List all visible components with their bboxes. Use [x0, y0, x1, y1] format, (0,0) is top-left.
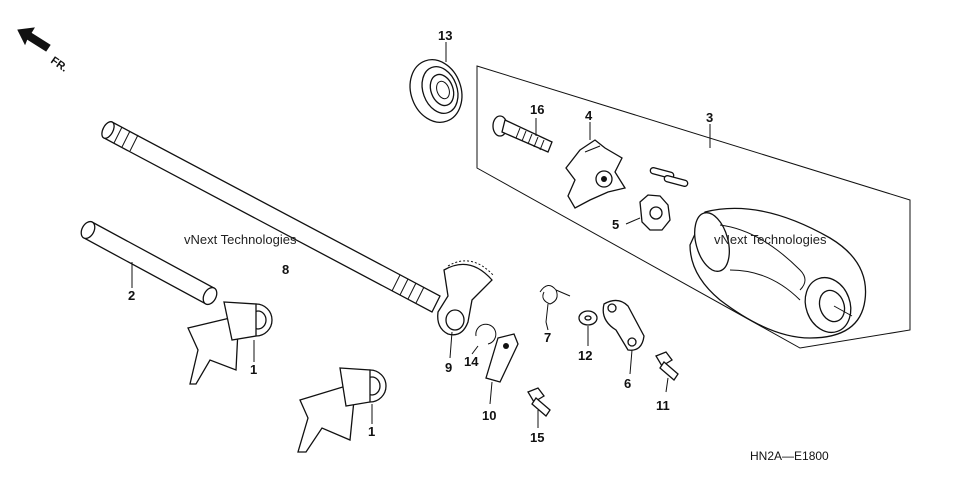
watermark-left-text: vNext Technologies	[184, 232, 297, 247]
bearing	[409, 59, 463, 123]
shift-drum-plate	[565, 139, 627, 209]
return-spring	[539, 285, 571, 323]
callout-10: 10	[482, 408, 496, 423]
bolt	[492, 115, 553, 153]
diagram-code: HN2A—E1800	[750, 449, 829, 463]
shift-fork-lower	[297, 367, 387, 453]
watermark-left: vNext Technologies	[184, 232, 297, 247]
watermark-right-text: vNext Technologies	[714, 232, 827, 247]
assembly-outline	[476, 65, 911, 349]
fork-shaft	[80, 220, 218, 306]
callout-13: 13	[438, 28, 452, 43]
stopper-gear	[639, 167, 689, 231]
callout-1a: 1	[250, 362, 257, 377]
callout-12: 12	[578, 348, 592, 363]
callout-7: 7	[544, 330, 551, 345]
shift-arm	[437, 260, 495, 336]
callout-16: 16	[530, 102, 544, 117]
callout-15: 15	[530, 430, 544, 445]
watermark-right: vNext Technologies	[714, 232, 827, 247]
shift-fork-upper	[187, 301, 273, 385]
stopper-bolt	[655, 351, 679, 381]
direction-label: FR.	[48, 55, 69, 75]
callout-3: 3	[706, 110, 713, 125]
callout-9: 9	[445, 360, 452, 375]
shift-drum	[689, 207, 867, 339]
callout-1b: 1	[368, 424, 375, 439]
callouts: 13 16 4 3 5 2 8 1 1 9 14 10 7 12 6 11 15	[128, 28, 713, 445]
callout-4: 4	[585, 108, 593, 123]
washer	[578, 310, 598, 326]
callout-14: 14	[464, 354, 479, 369]
gearshift-spindle	[101, 121, 441, 313]
callout-2: 2	[128, 288, 135, 303]
guide-plate	[485, 333, 519, 383]
circlip	[475, 323, 497, 345]
guide-bolt	[527, 387, 551, 417]
callout-11: 11	[656, 398, 670, 413]
callout-8: 8	[282, 262, 289, 277]
callout-6: 6	[624, 376, 631, 391]
stopper-arm	[602, 299, 645, 351]
callout-5: 5	[612, 217, 619, 232]
leader-lines	[131, 42, 711, 428]
front-direction-arrow-icon	[17, 27, 51, 52]
